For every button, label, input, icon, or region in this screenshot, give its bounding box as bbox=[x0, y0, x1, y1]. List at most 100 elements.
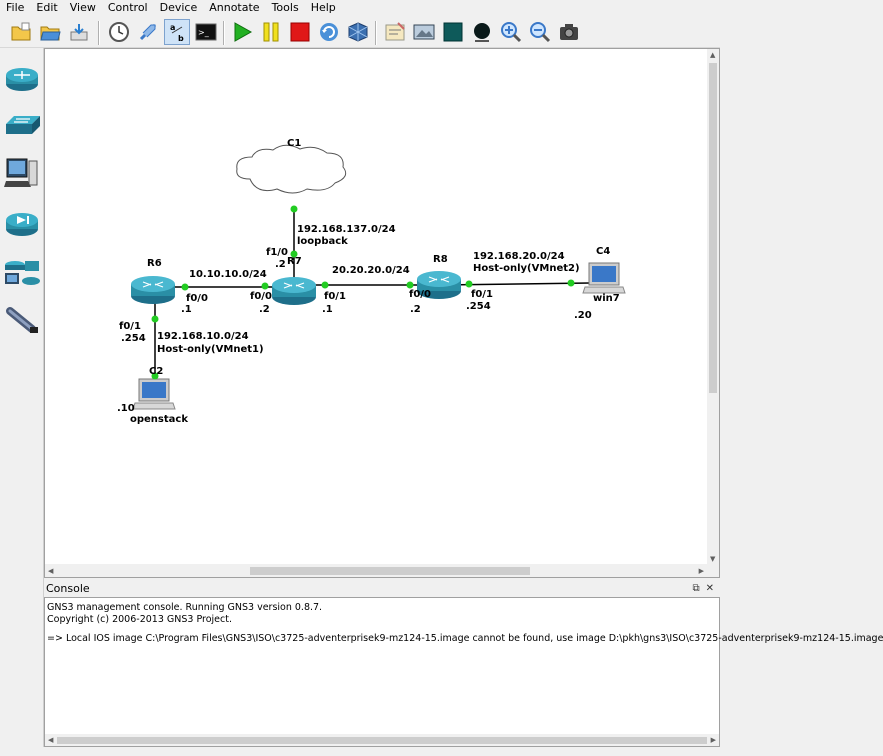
scroll-left-arrow[interactable]: ◀ bbox=[48, 736, 54, 744]
router-r6[interactable] bbox=[131, 276, 175, 304]
link-r8-c4[interactable] bbox=[439, 282, 591, 286]
menu-help[interactable]: Help bbox=[310, 1, 336, 14]
menu-tools[interactable]: Tools bbox=[271, 1, 299, 14]
link-network-label: 192.168.20.0/24 bbox=[473, 251, 565, 262]
scroll-down-arrow[interactable]: ▼ bbox=[710, 555, 716, 563]
insert-picture-button[interactable] bbox=[411, 19, 437, 45]
add-link-button[interactable] bbox=[135, 19, 161, 45]
camera-icon bbox=[560, 24, 578, 40]
menu-file[interactable]: File bbox=[6, 1, 25, 14]
node-label-c4: C4 bbox=[596, 246, 610, 257]
interface-dot bbox=[406, 281, 414, 289]
interface-label: f0/1 bbox=[324, 291, 346, 302]
menu-device[interactable]: Device bbox=[159, 1, 198, 14]
new-project-icon bbox=[11, 22, 31, 41]
interface-label: f0/1 bbox=[471, 289, 493, 300]
reload-all-button[interactable] bbox=[316, 19, 342, 45]
draw-rectangle-button[interactable] bbox=[440, 19, 466, 45]
menu-control[interactable]: Control bbox=[107, 1, 148, 14]
menu-edit[interactable]: Edit bbox=[36, 1, 58, 14]
draw-ellipse-button[interactable] bbox=[469, 19, 495, 45]
console-output[interactable]: GNS3 management console. Running GNS3 ve… bbox=[44, 597, 883, 747]
interface-ip-label: .20 bbox=[574, 310, 592, 321]
node-name-win7: win7 bbox=[593, 293, 620, 304]
canvas-vertical-scrollbar[interactable]: ▲ ▼ bbox=[707, 49, 719, 565]
end-device-button[interactable] bbox=[2, 152, 42, 196]
zoom-in-icon bbox=[501, 22, 522, 43]
close-icon[interactable]: ✕ bbox=[705, 583, 714, 594]
switch-device-button[interactable] bbox=[2, 103, 42, 147]
svg-text:b: b bbox=[178, 34, 184, 43]
stop-icon bbox=[290, 22, 310, 42]
add-note-button[interactable] bbox=[382, 19, 408, 45]
screenshot-button[interactable] bbox=[556, 19, 582, 45]
scroll-up-arrow[interactable]: ▲ bbox=[710, 51, 716, 59]
security-device-button[interactable] bbox=[2, 201, 42, 245]
stop-all-button[interactable] bbox=[287, 19, 313, 45]
menu-annotate[interactable]: Annotate bbox=[209, 1, 260, 14]
router-device-button[interactable] bbox=[2, 56, 42, 100]
open-project-button[interactable] bbox=[37, 19, 63, 45]
node-label-r8: R8 bbox=[433, 254, 448, 265]
interface-label: f0/1 bbox=[119, 321, 141, 332]
vertical-scroll-thumb[interactable] bbox=[709, 63, 717, 393]
menu-view[interactable]: View bbox=[69, 1, 96, 14]
note-icon bbox=[385, 22, 405, 41]
open-folder-icon bbox=[40, 26, 61, 41]
console-horizontal-scrollbar[interactable]: ◀ ▶ bbox=[45, 734, 719, 746]
zoom-in-button[interactable] bbox=[498, 19, 524, 45]
pc-icon bbox=[4, 158, 38, 187]
horizontal-scroll-thumb[interactable] bbox=[250, 567, 530, 575]
all-devices-icon bbox=[5, 261, 40, 285]
toolbar-separator bbox=[223, 21, 225, 45]
svg-text:a: a bbox=[170, 23, 175, 32]
scroll-left-arrow[interactable]: ◀ bbox=[48, 567, 54, 575]
all-devices-button[interactable] bbox=[2, 250, 42, 294]
float-dock-icon[interactable]: ⧉ bbox=[692, 583, 700, 594]
node-label-c1: C1 bbox=[287, 138, 301, 149]
scroll-right-arrow[interactable]: ▶ bbox=[698, 567, 704, 575]
console-scroll-thumb[interactable] bbox=[57, 737, 707, 744]
router-r7[interactable] bbox=[272, 277, 316, 305]
picture-icon bbox=[413, 24, 435, 40]
new-project-button[interactable] bbox=[8, 19, 34, 45]
svg-text:>_: >_ bbox=[198, 28, 210, 37]
interface-dot bbox=[181, 283, 189, 291]
link-network-label: 10.10.10.0/24 bbox=[189, 269, 267, 280]
virtualbox-button[interactable] bbox=[345, 19, 371, 45]
topology-canvas[interactable]: C1 192.168.137.0/24 loopback f1/0 .2 R7 … bbox=[44, 48, 720, 578]
link-cable-button[interactable] bbox=[2, 298, 42, 342]
interface-dot bbox=[261, 282, 269, 290]
interface-ip-label: .2 bbox=[410, 304, 421, 315]
interface-ip-label: .254 bbox=[466, 301, 491, 312]
node-label-c2: C2 bbox=[149, 366, 163, 377]
scroll-right-arrow[interactable]: ▶ bbox=[710, 736, 716, 744]
link-network-label: 20.20.20.0/24 bbox=[332, 265, 410, 276]
zoom-out-button[interactable] bbox=[527, 19, 553, 45]
laptop-c2[interactable] bbox=[132, 378, 176, 410]
interface-ip-label: .1 bbox=[322, 304, 333, 315]
ellipse-icon bbox=[474, 23, 490, 42]
snapshot-button[interactable] bbox=[106, 19, 132, 45]
canvas-horizontal-scrollbar[interactable]: ◀ ▶ bbox=[45, 564, 707, 577]
zoom-out-icon bbox=[530, 22, 551, 43]
save-project-button[interactable] bbox=[66, 19, 92, 45]
interface-labels-icon: ab bbox=[170, 23, 184, 43]
interface-label: f0/0 bbox=[250, 291, 272, 302]
interface-dot bbox=[290, 250, 298, 258]
cable-icon bbox=[6, 307, 38, 333]
interface-label: f0/0 bbox=[186, 293, 208, 304]
suspend-all-button[interactable] bbox=[258, 19, 284, 45]
start-all-button[interactable] bbox=[229, 19, 255, 45]
router-r8[interactable] bbox=[417, 271, 461, 299]
link-network-label: 192.168.10.0/24 bbox=[157, 331, 249, 342]
interface-dot bbox=[151, 372, 159, 380]
console-all-button[interactable]: >_ bbox=[193, 19, 219, 45]
interface-dot bbox=[567, 279, 575, 287]
cloud-c1[interactable] bbox=[236, 144, 347, 194]
laptop-c4[interactable] bbox=[582, 262, 626, 294]
interface-ip-label: .254 bbox=[121, 333, 146, 344]
interface-ip-label: .10 bbox=[117, 403, 135, 414]
interface-ip-label: .2 bbox=[259, 304, 270, 315]
